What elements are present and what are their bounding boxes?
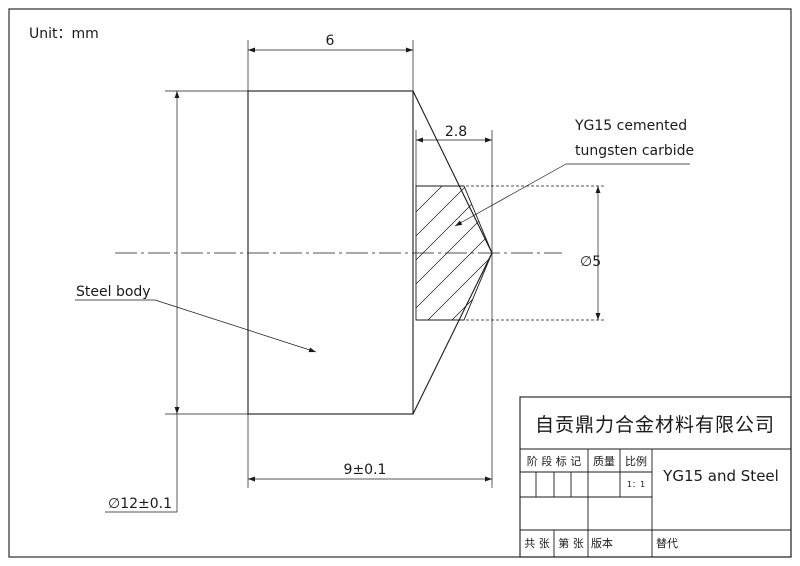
weight-label: 质量 xyxy=(593,455,615,468)
total-length-dimension xyxy=(247,253,493,488)
carbide-callout-line2: tungsten carbide xyxy=(575,143,694,159)
drawing-frame xyxy=(8,8,792,558)
chamfer-length-dimension xyxy=(415,130,493,253)
body-diameter-label: ∅12±0.1 xyxy=(108,496,172,512)
version-label: 版本 xyxy=(591,536,613,550)
body-diameter-dimension xyxy=(105,90,248,513)
supersede-label: 替代 xyxy=(656,536,678,550)
scale-value: 1：1 xyxy=(627,480,645,489)
stage-mark-label: 阶 段 标 记 xyxy=(527,454,582,468)
sheet-total-label: 共 张 xyxy=(524,537,550,550)
total-length-label: 9±0.1 xyxy=(344,462,387,478)
title-block xyxy=(519,396,792,558)
steel-body-outline xyxy=(247,90,493,415)
steel-leader xyxy=(75,299,317,353)
tip-diameter-label: ∅5 xyxy=(580,254,601,270)
carbide-callout-line1: YG15 cemented xyxy=(574,118,687,134)
carbide-insert xyxy=(415,185,493,321)
scale-label: 比例 xyxy=(625,454,647,468)
top-length-label: 6 xyxy=(326,33,335,49)
chamfer-length-label: 2.8 xyxy=(445,124,467,140)
company-name: 自贡鼎力合金材料有限公司 xyxy=(535,414,775,436)
carbide-hatching xyxy=(416,186,492,320)
steel-callout: Steel body xyxy=(76,284,151,300)
unit-label: Unit：mm xyxy=(29,26,99,42)
sheet-number-label: 第 张 xyxy=(558,536,584,550)
drawing-title: YG15 and Steel xyxy=(662,467,779,485)
carbide-leader xyxy=(454,163,690,227)
top-length-dimension xyxy=(247,40,414,91)
